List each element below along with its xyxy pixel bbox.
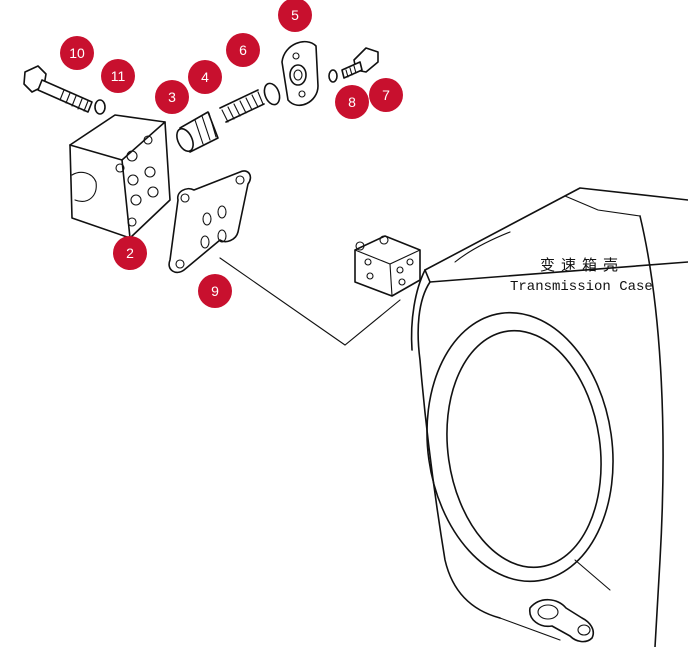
- callout-2: 2: [113, 236, 147, 270]
- case-label-english: Transmission Case: [510, 279, 653, 295]
- washer-part-11: [94, 99, 106, 115]
- leader-line: [219, 257, 401, 346]
- transmission-case: [410, 187, 688, 647]
- callout-6: 6: [226, 33, 260, 67]
- spring-part-4: [219, 89, 265, 123]
- svg-text:2: 2: [126, 245, 134, 261]
- svg-text:7: 7: [382, 87, 390, 103]
- svg-text:9: 9: [211, 283, 219, 299]
- svg-text:3: 3: [168, 89, 176, 105]
- svg-text:8: 8: [348, 94, 356, 110]
- callout-8: 8: [335, 85, 369, 119]
- o-ring-part-6: [263, 82, 281, 106]
- case-label-chinese: 变速箱壳: [540, 256, 624, 274]
- svg-text:11: 11: [111, 68, 126, 84]
- svg-text:4: 4: [201, 69, 209, 85]
- callout-9: 9: [198, 274, 232, 308]
- svg-text:10: 10: [69, 45, 85, 61]
- svg-text:6: 6: [239, 42, 247, 58]
- callout-5: 5: [278, 0, 312, 32]
- callout-4: 4: [188, 60, 222, 94]
- callout-7: 7: [369, 78, 403, 112]
- callout-10: 10: [60, 36, 94, 70]
- bolt-part-7: [341, 47, 379, 79]
- bolt-part-10: [23, 65, 93, 113]
- valve-body-part-2: [69, 114, 171, 239]
- gasket-part-9: [168, 170, 252, 274]
- svg-text:5: 5: [291, 7, 299, 23]
- spool-part-3: [176, 111, 219, 153]
- callout-3: 3: [155, 80, 189, 114]
- callout-11: 11: [101, 59, 135, 93]
- mounted-valve-block: [354, 235, 421, 297]
- cover-plate-part-5: [281, 40, 319, 106]
- washer-part-8: [328, 69, 338, 83]
- hose-fitting: [529, 598, 595, 643]
